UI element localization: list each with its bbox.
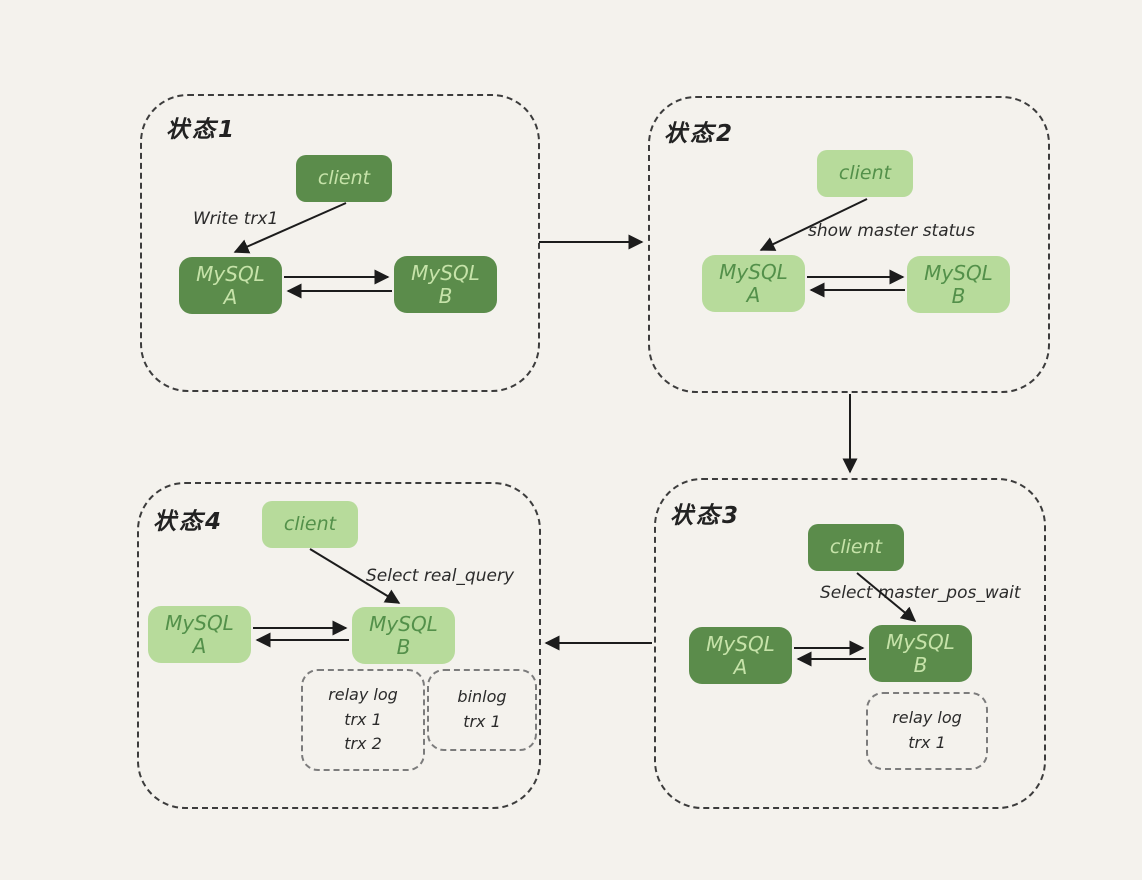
state3-relay-log-box: relay log trx 1: [866, 692, 988, 770]
mysql-letter: A: [746, 282, 761, 307]
state3-client-node: client: [808, 524, 904, 571]
state2-client-node: client: [817, 150, 913, 197]
mysql-letter: B: [396, 634, 411, 659]
state3-title: 状态3: [670, 503, 742, 529]
state1-container: [140, 94, 540, 392]
log-title: relay log: [892, 708, 962, 728]
state4-mysql-a-node: MySQL A: [148, 606, 251, 663]
mysql-name: MySQL: [706, 631, 775, 656]
state3-container: [654, 478, 1046, 809]
state2-container: [648, 96, 1050, 393]
state3-mysql-a-node: MySQL A: [689, 627, 792, 684]
state2-mysql-b-node: MySQL B: [907, 256, 1010, 313]
mysql-letter: A: [223, 284, 238, 309]
log-title: binlog: [457, 687, 507, 707]
mysql-name: MySQL: [719, 259, 788, 284]
mysql-name: MySQL: [369, 611, 438, 636]
state4-action-label: Select real_query: [366, 566, 515, 586]
mysql-name: MySQL: [924, 260, 993, 285]
mysql-name: MySQL: [196, 261, 265, 286]
state2-action-label: show master status: [808, 221, 975, 241]
state1-mysql-a-node: MySQL A: [179, 257, 282, 314]
mysql-name: MySQL: [886, 629, 955, 654]
state4-title: 状态4: [153, 509, 225, 535]
state2-mysql-a-node: MySQL A: [702, 255, 805, 312]
state4-container: [137, 482, 541, 809]
state4-client-node: client: [262, 501, 358, 548]
state4-binlog-box: binlog trx 1: [427, 669, 537, 751]
state1-client-node: client: [296, 155, 392, 202]
mysql-letter: A: [192, 633, 207, 658]
state3-action-label: Select master_pos_wait: [820, 583, 1021, 603]
state1-action-label: Write trx1: [193, 209, 279, 229]
log-entry: trx 1: [463, 712, 501, 731]
state3-mysql-b-node: MySQL B: [869, 625, 972, 682]
log-entry: trx 1: [908, 733, 946, 752]
mysql-letter: B: [438, 283, 453, 308]
state1-title: 状态1: [166, 117, 238, 143]
state4-mysql-b-node: MySQL B: [352, 607, 455, 664]
mysql-letter: B: [913, 652, 928, 677]
log-entry: trx 1: [344, 709, 382, 729]
mysql-letter: B: [951, 283, 966, 308]
state1-mysql-b-node: MySQL B: [394, 256, 497, 313]
log-entry: trx 2: [344, 734, 382, 754]
state2-title: 状态2: [664, 121, 736, 147]
log-title: relay log: [328, 684, 398, 704]
state4-relay-log-box: relay log trx 1 trx 2: [301, 669, 425, 771]
mysql-name: MySQL: [411, 260, 480, 285]
mysql-letter: A: [733, 654, 748, 679]
mysql-name: MySQL: [165, 610, 234, 635]
